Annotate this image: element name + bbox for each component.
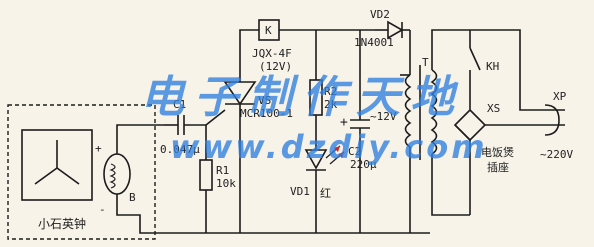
vd2-ref: VD2: [370, 8, 390, 21]
relay-k: K JQX-4F (12V): [252, 19, 292, 73]
led-vd1: VD1 红: [290, 145, 345, 233]
plug-xp: XP ~220V: [470, 29, 573, 161]
relay-model: JQX-4F: [252, 47, 292, 60]
transformer-secondary-coil: [404, 74, 412, 148]
transformer-secondary-label: ~12V: [370, 110, 397, 123]
resistor-r1: R1 10k: [199, 125, 236, 233]
clock-minus-label: -: [99, 203, 106, 216]
diode-vd2: VD2 1N4001: [354, 8, 410, 49]
r1-ref: R1: [216, 164, 229, 177]
capacitor-c2: + C2 220μ: [340, 30, 377, 233]
transformer-ref: T: [422, 56, 429, 69]
vd1-color: 红: [320, 187, 331, 200]
vd2-part: 1N4001: [354, 36, 394, 49]
r2-value: 2k: [324, 98, 338, 111]
switch-kh: KH: [469, 30, 499, 95]
quartz-clock-module: + - B 小石英钟: [7, 104, 430, 240]
capacitor-c1: C1 0.047μ: [160, 98, 206, 156]
c1-ref: C1: [173, 98, 186, 111]
r1-value: 10k: [216, 177, 236, 190]
watermark: 电子制作天地 www.dzdiy.com: [140, 72, 488, 166]
vd1-ref: VD1: [290, 185, 310, 198]
xp-voltage: ~220V: [540, 148, 573, 161]
vs-ref: VS: [258, 94, 271, 107]
clock-plus-label: +: [95, 142, 102, 155]
xs-ref: XS: [487, 102, 500, 115]
wire-relay-left: [239, 29, 259, 60]
clock-coil-label: B: [129, 191, 136, 204]
socket-label-1: 电饭煲: [481, 146, 514, 159]
wire-clock-plus: [116, 124, 164, 154]
c1-value: 0.047μ: [160, 143, 200, 156]
transformer-t: T ~12V: [370, 56, 438, 233]
watermark-url: www.dzdiy.com: [170, 128, 488, 166]
plug-body-icon: [544, 104, 560, 136]
resistor-r2: R2 2k: [309, 30, 338, 150]
c2-value: 220μ: [350, 158, 377, 171]
socket-xs: XS 电饭煲 插座: [453, 95, 514, 215]
relay-ref: K: [265, 24, 272, 37]
c2-ref: C2: [348, 145, 361, 158]
wire-primary-bottom: [431, 154, 470, 216]
thyristor-vs: VS MCR100-1: [205, 60, 293, 233]
r2-ref: R2: [324, 85, 337, 98]
wire-ground-bus: [116, 194, 430, 234]
clock-hands-icon: [34, 140, 80, 185]
clock-label: 小石英钟: [38, 216, 86, 231]
clock-dashed-border: [7, 104, 156, 240]
relay-voltage: (12V): [259, 60, 292, 73]
wire-primary-top: [431, 29, 470, 70]
pulse-coil-icon: [103, 153, 131, 195]
c2-plus: +: [340, 115, 348, 130]
vs-part: MCR100-1: [240, 107, 293, 120]
watermark-chinese: 电子制作天地: [140, 72, 464, 123]
xp-ref: XP: [553, 90, 567, 103]
transformer-primary-coil: [430, 69, 438, 155]
kh-ref: KH: [486, 60, 499, 73]
socket-label-2: 插座: [487, 160, 509, 174]
clock-face-box: [21, 129, 93, 201]
